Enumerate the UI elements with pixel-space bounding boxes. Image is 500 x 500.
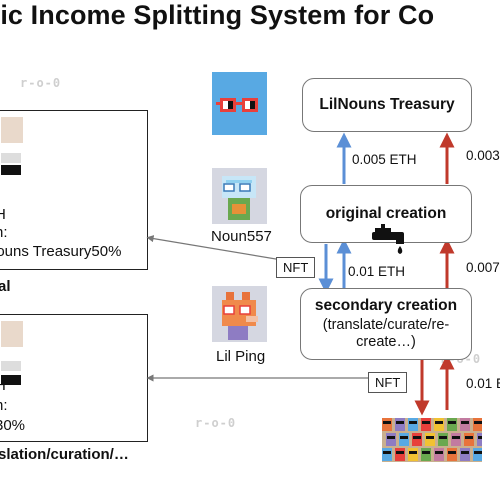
original-label: original creation (325, 205, 447, 222)
nft-thumbnail-bar (1, 153, 21, 163)
title-text: matic Income Splitting System for Co (0, 0, 435, 30)
card-caption: slation/curation/… (0, 446, 129, 463)
card-line: n: (0, 397, 8, 414)
artwork-collage-image (382, 418, 482, 462)
lil-ping-svg (222, 292, 258, 340)
collage-svg (382, 418, 482, 461)
nft-redaction (1, 375, 21, 385)
treasury-box: LilNouns Treasury (302, 78, 472, 132)
noun557-svg (222, 176, 256, 220)
card-line: louns Treasury50% (0, 243, 122, 260)
nft-thumbnail (1, 117, 23, 143)
card-line: n: (0, 224, 8, 241)
secondary-creation-box: secondary creation (translate/curate/re-… (300, 288, 472, 360)
secondary-title: secondary creation (314, 297, 458, 314)
amount-label: 0.005 ETH (352, 152, 417, 167)
nft-card-original: H n: louns Treasury50% (0, 110, 148, 270)
noun-name: Lil Ping (216, 348, 266, 365)
nft-label: NFT (368, 372, 408, 393)
nft-card-secondary: H n: 30% (0, 314, 148, 442)
noun-red-glasses-icon (212, 72, 267, 135)
card-line: H (0, 206, 6, 223)
noun-glasses-svg (216, 98, 258, 112)
nft-thumbnail (1, 321, 23, 347)
lil-ping-icon (212, 286, 267, 342)
amount-label: 0.007 (466, 260, 500, 275)
arrow-nft-original (146, 235, 301, 264)
card-line: H (0, 377, 6, 394)
amount-label: 0.01 ETH (348, 264, 406, 279)
card-line: 30% (0, 417, 26, 434)
nft-label: NFT (276, 257, 316, 278)
noun557-icon (212, 168, 267, 224)
slide-title: matic Income Splitting System for Co (0, 0, 500, 40)
amount-label: 0.003 (466, 148, 500, 163)
amount-label: 0.01 E (466, 376, 500, 391)
card-caption: al (0, 278, 11, 295)
noun-name: Noun557 (211, 228, 272, 245)
watermark: r-o-0 (195, 416, 237, 430)
watermark: r-o-0 (20, 76, 62, 90)
treasury-label: LilNouns Treasury (319, 96, 455, 113)
nft-redaction (1, 165, 21, 175)
secondary-desc-1: (translate/curate/re- (322, 317, 450, 333)
nft-thumbnail-bar (1, 361, 21, 371)
secondary-desc-2: create…) (356, 334, 416, 350)
faucet-svg (372, 224, 404, 254)
